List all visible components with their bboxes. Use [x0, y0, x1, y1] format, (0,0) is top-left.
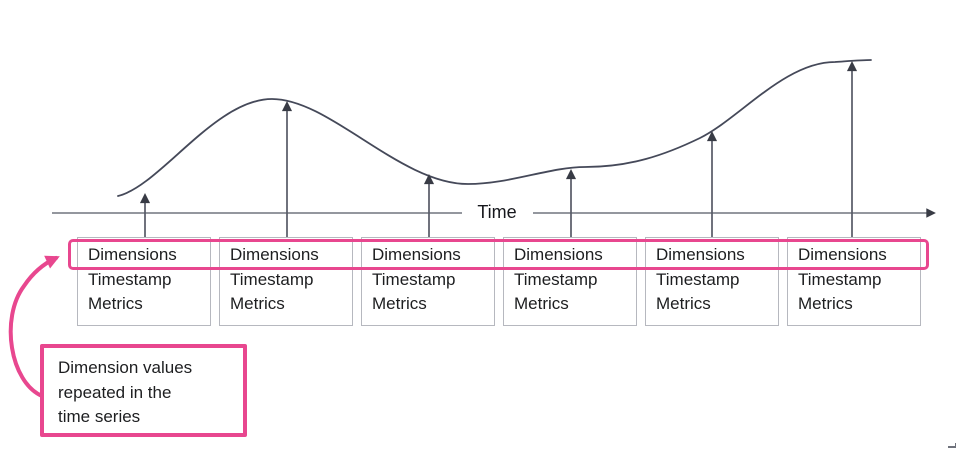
screen-corner-artifact	[948, 443, 956, 448]
record-box-4: Dimensions Timestamp Metrics	[503, 237, 637, 326]
time-axis-label: Time	[477, 202, 517, 222]
record-box-3: Dimensions Timestamp Metrics	[361, 237, 495, 326]
record-field-metrics: Metrics	[656, 294, 711, 313]
callout-text-line: time series	[58, 407, 141, 426]
record-box-1: Dimensions Timestamp Metrics	[77, 237, 211, 326]
record-field-dimensions: Dimensions	[798, 245, 887, 264]
record-field-metrics: Metrics	[798, 294, 853, 313]
record-field-metrics: Metrics	[88, 294, 143, 313]
record-field-metrics: Metrics	[372, 294, 427, 313]
record-box-5: Dimensions Timestamp Metrics	[645, 237, 779, 326]
callout-text-line: repeated in the	[58, 382, 172, 402]
time-series-curve	[117, 59, 872, 197]
callout-arrow	[8, 255, 60, 398]
callout-text-line: Dimension values	[58, 358, 193, 377]
record-box-6: Dimensions Timestamp Metrics	[787, 237, 921, 326]
callout-box: Dimension values repeated in the time se…	[40, 344, 247, 437]
sample-arrows	[139, 60, 858, 242]
record-field-timestamp: Timestamp	[656, 269, 740, 289]
record-field-timestamp: Timestamp	[514, 269, 598, 289]
record-field-timestamp: Timestamp	[798, 269, 882, 289]
record-field-timestamp: Timestamp	[230, 269, 314, 289]
record-field-dimensions: Dimensions	[88, 245, 177, 264]
record-box-2: Dimensions Timestamp Metrics	[219, 237, 353, 326]
record-field-dimensions: Dimensions	[372, 245, 461, 264]
record-field-timestamp: Timestamp	[372, 269, 456, 289]
record-field-metrics: Metrics	[230, 294, 285, 313]
record-field-dimensions: Dimensions	[230, 245, 319, 264]
record-field-metrics: Metrics	[514, 294, 569, 313]
record-field-dimensions: Dimensions	[514, 245, 603, 264]
record-field-timestamp: Timestamp	[88, 269, 172, 289]
record-field-dimensions: Dimensions	[656, 245, 745, 264]
